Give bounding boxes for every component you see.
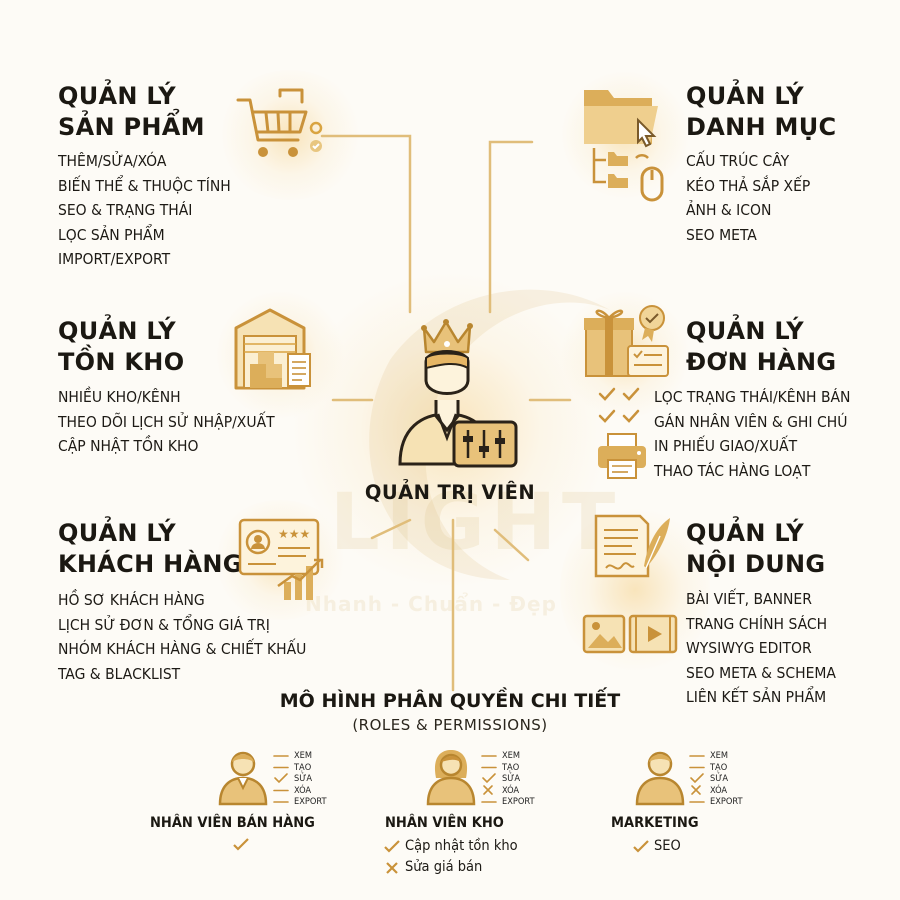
role-3-marks — [689, 755, 705, 803]
role-2-marks — [481, 755, 497, 803]
permission-xoa: XÓA — [710, 784, 728, 796]
role-3-actions: XEM TẠO SỬA XÓA EXPORT — [688, 750, 743, 808]
list-item: WYSIWYG EDITOR — [686, 639, 812, 658]
permission-export: EXPORT — [710, 796, 743, 808]
list-item: THÊM/SỬA/XÓA — [58, 152, 167, 170]
list-item: THAO TÁC HÀNG LOẠT — [654, 461, 811, 480]
male-user-icon — [635, 751, 685, 806]
list-item: LỌC SẢN PHẨM — [58, 225, 165, 244]
permission-xem: XEM — [502, 750, 521, 761]
check-icon — [384, 840, 400, 853]
role-note: Sửa giá bán — [383, 857, 518, 878]
admin-crown-icon — [398, 319, 518, 468]
list-item: SEO META & SCHEMA — [686, 663, 836, 682]
categories-title: QUẢN LÝ DANH MỤC — [686, 82, 837, 141]
inventory-title: QUẢN LÝ TỒN KHO — [58, 317, 185, 376]
svg-text:★★★: ★★★ — [278, 527, 310, 541]
list-item: NHIỀU KHO/KÊNH — [58, 388, 181, 406]
list-item: HỒ SƠ KHÁCH HÀNG — [58, 591, 205, 609]
cross-icon — [386, 862, 398, 874]
permission-tao: TẠO — [294, 761, 312, 773]
permission-tao: TẠO — [710, 761, 728, 773]
products-list: THÊM/SỬA/XÓA BIẾN THỂ & THUỘC TÍNH SEO &… — [58, 149, 231, 272]
admin-title: QUẢN TRỊ VIÊN — [364, 481, 536, 504]
list-item: SEO META — [686, 225, 757, 244]
role-1-marks — [273, 755, 289, 803]
list-item: IN PHIẾU GIAO/XUẤT — [654, 437, 798, 456]
categories-list: CẤU TRÚC CÂY KÉO THẢ SẮP XẾP ẢNH & ICON … — [686, 149, 810, 247]
check-icon — [633, 840, 649, 853]
watermark-brand: LIGHT — [330, 478, 622, 568]
role-note-text: SEO — [654, 838, 681, 854]
shopping-cart-icon — [236, 88, 323, 157]
watermark-slogan: Nhanh - Chuẩn - Đẹp — [305, 592, 557, 616]
list-item: BÀI VIẾT, BANNER — [686, 590, 812, 608]
printer-icon — [598, 433, 646, 479]
role-note-text: Sửa giá bán — [405, 859, 483, 875]
list-item: CẤU TRÚC CÂY — [686, 152, 790, 170]
role-3-notes: SEO — [632, 836, 681, 857]
permission-tao: TẠO — [502, 761, 520, 773]
female-user-icon — [426, 750, 476, 806]
list-item: KÉO THẢ SẮP XẾP — [686, 176, 811, 195]
role-note: Cập nhật tồn kho — [383, 836, 518, 857]
permission-sua: SỬA — [502, 773, 520, 785]
list-item: THEO DÕI LỊCH SỬ NHẬP/XUẤT — [58, 412, 275, 431]
orders-list: LỌC TRẠNG THÁI/KÊNH BÁN GÁN NHÂN VIÊN & … — [654, 385, 851, 483]
list-item: LỌC TRẠNG THÁI/KÊNH BÁN — [654, 388, 851, 406]
permission-export: EXPORT — [294, 796, 327, 808]
check-marks-icon — [598, 387, 640, 423]
role-note: SEO — [632, 836, 681, 857]
list-item: LIÊN KẾT SẢN PHẨM — [686, 688, 827, 707]
permission-xoa: XÓA — [294, 784, 312, 796]
permission-sua: SỬA — [294, 773, 312, 785]
permission-sua: SỬA — [710, 773, 728, 785]
gift-box-icon — [584, 305, 669, 377]
list-item: GÁN NHÂN VIÊN & GHI CHÚ — [654, 412, 848, 431]
customers-title: QUẢN LÝ KHÁCH HÀNG — [58, 519, 243, 578]
orders-title: QUẢN LÝ ĐƠN HÀNG — [686, 317, 837, 376]
media-gallery-icon — [582, 614, 678, 654]
list-item: ẢNH & ICON — [686, 201, 772, 220]
warehouse-icon — [234, 308, 311, 390]
products-title: QUẢN LÝ SẢN PHẨM — [58, 82, 205, 141]
customer-profile-icon: ★★★ — [238, 518, 324, 600]
customers-list: HỒ SƠ KHÁCH HÀNG LỊCH SỬ ĐƠN & TỔNG GIÁ … — [58, 588, 306, 686]
permissions-title: MÔ HÌNH PHÂN QUYỀN CHI TIẾT — [279, 690, 621, 712]
list-item: BIẾN THỂ & THUỘC TÍNH — [58, 176, 231, 195]
role-1-name: NHÂN VIÊN BÁN HÀNG — [150, 815, 315, 831]
inventory-list: NHIỀU KHO/KÊNH THEO DÕI LỊCH SỬ NHẬP/XUẤ… — [58, 385, 275, 459]
permissions-subtitle: (ROLES & PERMISSIONS) — [352, 716, 548, 734]
list-item: SEO & TRẠNG THÁI — [58, 201, 193, 220]
document-quill-icon — [594, 514, 670, 578]
permission-xem: XEM — [710, 750, 729, 761]
folder-tree-icon — [584, 90, 664, 202]
role-note-text: Cập nhật tồn kho — [405, 838, 518, 854]
list-item: TRANG CHÍNH SÁCH — [686, 614, 828, 633]
content-title: QUẢN LÝ NỘI DUNG — [686, 519, 826, 578]
content-list: BÀI VIẾT, BANNER TRANG CHÍNH SÁCH WYSIWY… — [686, 587, 836, 710]
list-item: TAG & BLACKLIST — [58, 664, 181, 683]
permission-xem: XEM — [294, 750, 313, 761]
permission-xoa: XÓA — [502, 784, 520, 796]
role-1-actions: XEM TẠO SỬA XÓA EXPORT — [272, 750, 327, 808]
check-icon — [233, 838, 249, 851]
list-item: NHÓM KHÁCH HÀNG & CHIẾT KHẤU — [58, 640, 307, 659]
role-2-notes: Cập nhật tồn kho Sửa giá bán — [383, 836, 518, 878]
list-item: LỊCH SỬ ĐƠN & TỔNG GIÁ TRỊ — [58, 615, 270, 634]
list-item: IMPORT/EXPORT — [58, 250, 171, 269]
permission-export: EXPORT — [502, 796, 535, 808]
role-3-name: MARKETING — [611, 815, 699, 831]
list-item: CẬP NHẬT TỒN KHO — [58, 437, 199, 456]
role-2-name: NHÂN VIÊN KHO — [385, 815, 504, 831]
role-2-actions: XEM TẠO SỬA XÓA EXPORT — [480, 750, 535, 808]
male-user-icon — [218, 751, 268, 806]
